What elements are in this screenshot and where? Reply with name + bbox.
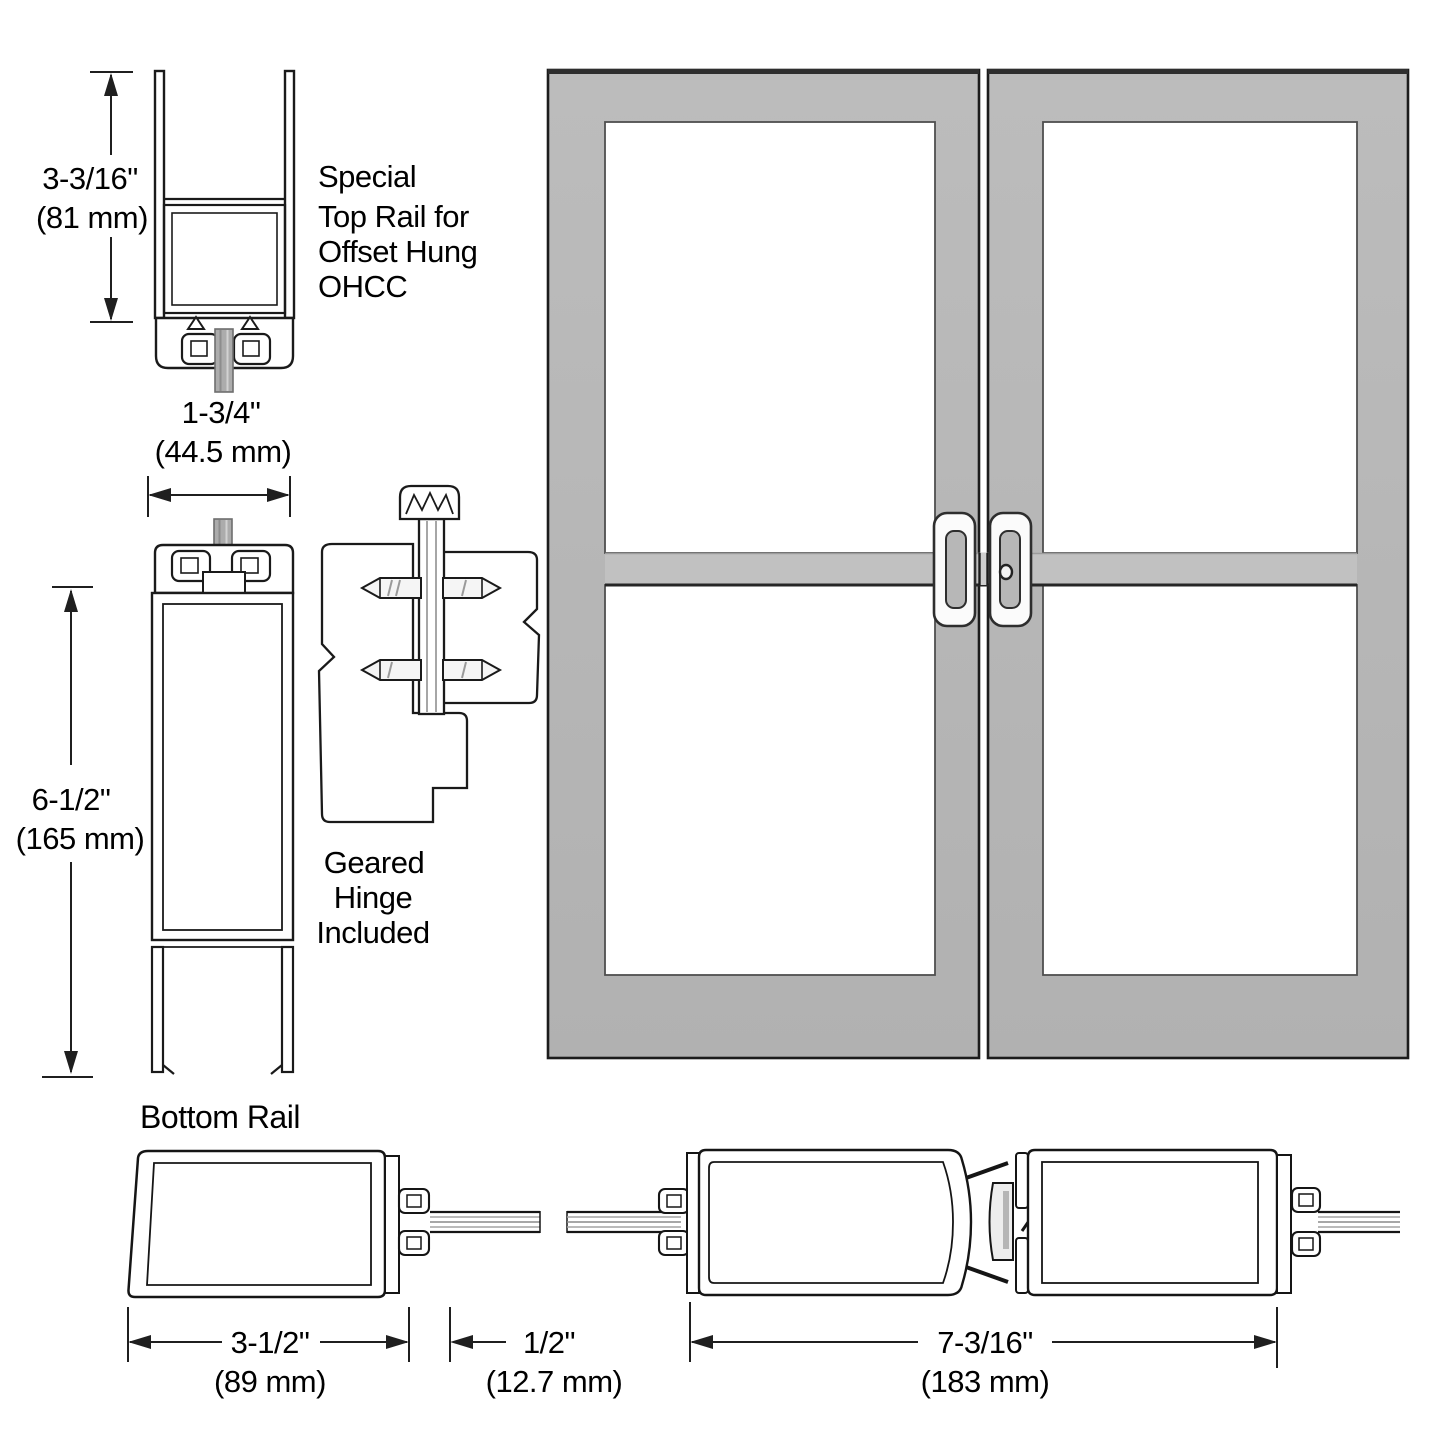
top-rail-label-line1: Special: [318, 159, 416, 194]
glazing-clip: [657, 1229, 691, 1257]
glass-stub: [214, 328, 234, 393]
top-rail-width-dim: 1-3/4": [182, 395, 261, 430]
glazing-clip: [397, 1229, 431, 1257]
top-rail-width-dim-mm: (44.5 mm): [155, 434, 292, 469]
top-rail-label: Special Top Rail for Offset Hung OHCC: [318, 159, 478, 304]
top-rail-height-dim-mm: (81 mm): [36, 200, 148, 235]
glass-run: [1318, 1210, 1400, 1234]
hinge-left-block: [317, 542, 469, 824]
pair-width-dim: 7-3/16": [937, 1325, 1032, 1360]
profile-leg-left: [153, 69, 166, 320]
left-door-pull-handle: [932, 511, 977, 628]
top-rail-label-line4: OHCC: [318, 269, 407, 304]
gap-dim-mm: (12.7 mm): [486, 1364, 623, 1399]
left-door-lower-glass: [604, 584, 936, 976]
bottom-rail-width-dim: 3-1/2": [231, 1325, 310, 1360]
dim-pair-width: [689, 1302, 1278, 1368]
hinge-label-line1: Geared: [324, 845, 424, 880]
meeting-stile-right-body: [1026, 1148, 1279, 1297]
right-door-top-edge: [988, 69, 1408, 74]
bottom-rail-body: [127, 1149, 387, 1299]
arrowhead-left: [148, 488, 171, 502]
stile-height-dim-mm: (165 mm): [16, 821, 145, 856]
hinge-knuckle: [398, 484, 461, 521]
double-door-elevation: [546, 68, 1410, 1060]
glass-run: [430, 1210, 681, 1234]
astragal-screw: [965, 1265, 1009, 1284]
hinge-screw: [442, 577, 503, 599]
glazing-channel: [686, 1152, 700, 1294]
dim-top-rail-height: [90, 71, 133, 323]
glazing-channel: [384, 1155, 400, 1294]
astragal-screw: [965, 1161, 1009, 1180]
top-rail-profile-drawing: [153, 69, 296, 393]
glazing-clip: [657, 1187, 691, 1215]
profile-leg-right: [280, 945, 295, 1074]
arrowhead-left: [128, 1335, 151, 1349]
glazing-roller: [232, 332, 272, 366]
glazing-roller: [180, 332, 220, 366]
dim-bottom-rail-width: [127, 1307, 410, 1362]
profile-leg-left: [150, 945, 165, 1074]
arrowhead-right: [267, 488, 290, 502]
hinge-leaf: [417, 517, 446, 716]
glazing-clip: [1290, 1230, 1322, 1258]
glass-stub: [213, 518, 233, 547]
arrowhead-up: [104, 73, 118, 96]
arrowhead-left: [690, 1335, 713, 1349]
lock-cylinder: [998, 563, 1014, 581]
hinge-screw: [359, 577, 422, 599]
arrowhead-down: [104, 298, 118, 321]
top-rail-label-line3: Offset Hung: [318, 234, 477, 269]
top-rail-height-dim: 3-3/16": [42, 161, 137, 196]
top-rail-label-line2: Top Rail for: [318, 199, 469, 234]
arrowhead-up: [64, 589, 78, 612]
glazing-channel: [1276, 1154, 1292, 1294]
hinge-label-line2: Hinge: [334, 880, 413, 915]
hinge-screw: [359, 659, 422, 681]
pair-width-dim-mm: (183 mm): [921, 1364, 1050, 1399]
meeting-stile-section-drawing: [657, 1148, 1400, 1297]
right-door-upper-glass: [1042, 121, 1358, 554]
left-door-upper-glass: [604, 121, 936, 554]
stile-height-dim: 6-1/2": [32, 782, 111, 817]
meeting-stile-left-body: [697, 1148, 973, 1297]
dim-stile-height: [42, 586, 93, 1078]
left-door-top-edge: [548, 69, 979, 74]
gap-dim: 1/2": [523, 1325, 575, 1360]
geared-hinge-label: Geared Hinge Included: [316, 845, 430, 950]
bottom-rail-label: Bottom Rail: [140, 1099, 300, 1135]
stile-profile-drawing: [150, 518, 295, 1075]
bottom-rail-section-drawing: [127, 1149, 681, 1299]
glazing-clip: [1290, 1186, 1322, 1214]
arrowhead-right: [1254, 1335, 1277, 1349]
geared-hinge-drawing: [317, 484, 541, 824]
hinge-screw: [442, 659, 503, 681]
mid-rail: [605, 552, 1357, 587]
arrowhead-left: [450, 1335, 473, 1349]
astragal-stop: [988, 1182, 1014, 1261]
arrowhead-right: [386, 1335, 409, 1349]
hinge-label-line3: Included: [316, 915, 429, 950]
dim-top-rail-width: [147, 476, 291, 517]
glazing-clip: [397, 1187, 431, 1215]
profile-leg-right: [283, 69, 296, 320]
right-door-lower-glass: [1042, 584, 1358, 976]
dim-gap: [449, 1307, 506, 1362]
bottom-rail-width-dim-mm: (89 mm): [214, 1364, 326, 1399]
arrowhead-down: [64, 1051, 78, 1074]
